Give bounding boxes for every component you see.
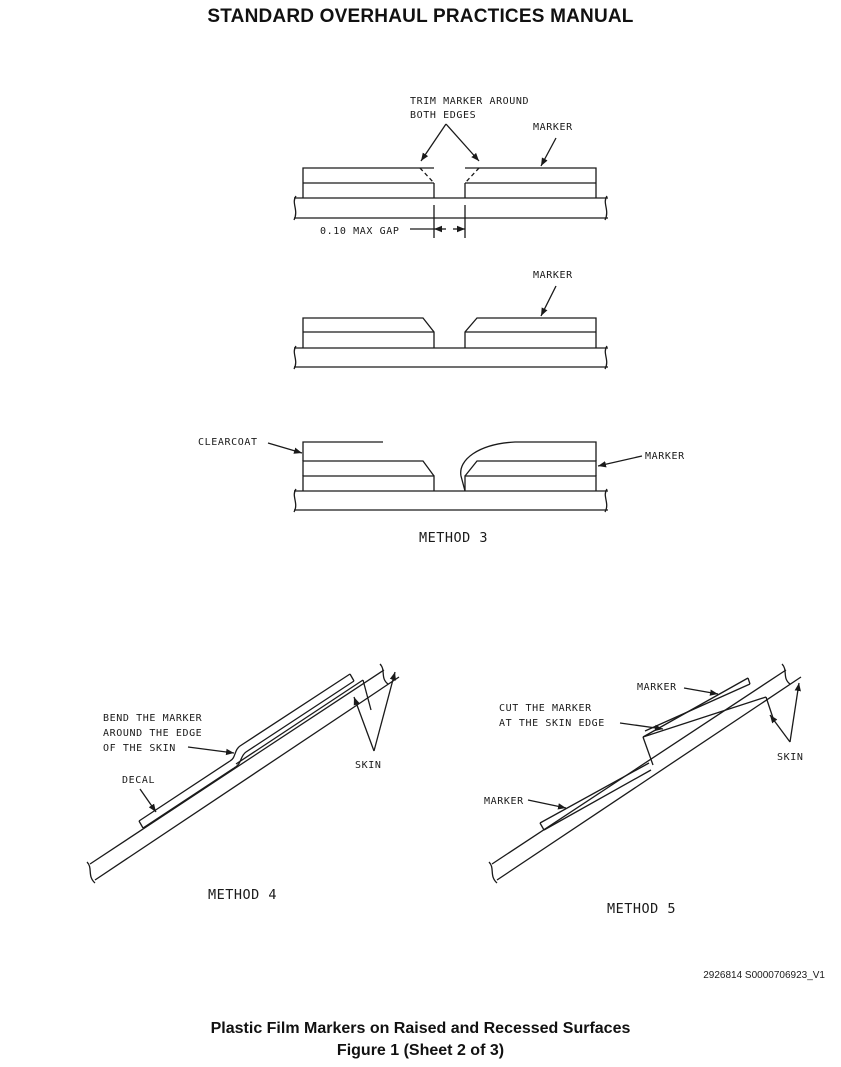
- marker-strip-left-1: [302, 167, 435, 198]
- detail-method-5: MARKER CUT THE MARKER AT THE SKIN EDGE M…: [484, 663, 803, 917]
- marker-label-5a: MARKER: [637, 682, 677, 693]
- detail-clearcoat: CLEARCOAT MARKER METHOD 3: [198, 437, 685, 546]
- method-4-label: METHOD 4: [208, 887, 277, 903]
- figure-caption-title: Plastic Film Markers on Raised and Reces…: [210, 1020, 631, 1037]
- cut-label-line2: AT THE SKIN EDGE: [499, 718, 605, 729]
- marker-label-1: MARKER: [533, 122, 573, 133]
- clearcoat-label: CLEARCOAT: [198, 437, 258, 448]
- method-5-label: METHOD 5: [607, 901, 676, 917]
- marker-strip-right-3: [460, 441, 597, 492]
- skin-base-2: [293, 345, 608, 370]
- detail-beveled-edges: MARKER: [293, 270, 608, 370]
- trim-marker-label-line2: BOTH EDGES: [410, 110, 476, 121]
- decal-label: DECAL: [122, 775, 155, 786]
- cut-label-line1: CUT THE MARKER: [499, 703, 592, 714]
- max-gap-label: 0.10 MAX GAP: [320, 226, 399, 237]
- raised-step-4: [235, 679, 372, 765]
- detail-method-4: BEND THE MARKER AROUND THE EDGE OF THE S…: [86, 663, 400, 903]
- bend-label-line1: BEND THE MARKER: [103, 713, 203, 724]
- marker-strip-left-3: [302, 441, 435, 491]
- bend-label-line3: OF THE SKIN: [103, 743, 176, 754]
- drawing-id: 2926814 S0000706923_V1: [703, 970, 825, 981]
- page-title: STANDARD OVERHAUL PRACTICES MANUAL: [207, 6, 634, 27]
- trim-marker-label-line1: TRIM MARKER AROUND: [410, 96, 529, 107]
- raised-step-5: [642, 696, 774, 766]
- skin-label-4: SKIN: [355, 760, 381, 771]
- marker-label-5b: MARKER: [484, 796, 524, 807]
- lower-marker-5: [539, 762, 652, 831]
- detail-trim-gap: TRIM MARKER AROUND BOTH EDGES MARKER 0.1…: [293, 96, 608, 238]
- marker-label-3: MARKER: [645, 451, 685, 462]
- skin-label-5: SKIN: [777, 752, 803, 763]
- skin-base-1: [293, 195, 608, 221]
- marker-strip-right-1: [464, 167, 597, 198]
- skin-diagonal-4: [86, 663, 400, 884]
- skin-diagonal-5: [488, 663, 802, 884]
- skin-base-3: [293, 488, 608, 513]
- marker-strip-left-2: [302, 317, 435, 348]
- marker-strip-right-2: [464, 317, 597, 348]
- method-3-label: METHOD 3: [419, 530, 488, 546]
- figure-caption-sheet: Figure 1 (Sheet 2 of 3): [336, 1042, 505, 1059]
- marker-label-2: MARKER: [533, 270, 573, 281]
- bend-label-line2: AROUND THE EDGE: [103, 728, 202, 739]
